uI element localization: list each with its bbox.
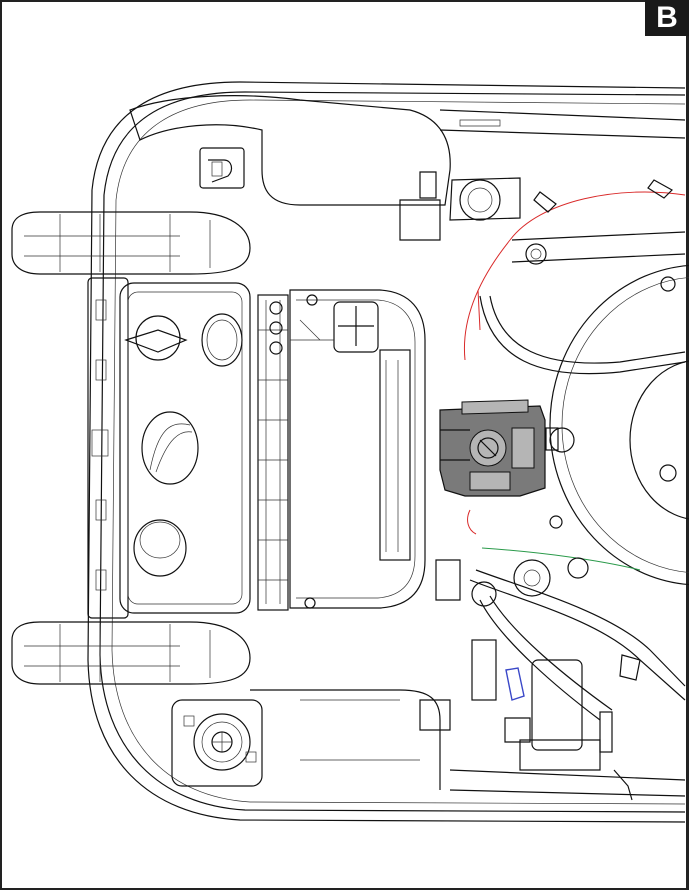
hose-upper [479, 295, 686, 375]
brush-motor-disk [549, 264, 689, 586]
frame-border-top [0, 0, 689, 2]
manual-storage-icon [199, 147, 245, 189]
outer-shell-inner [99, 91, 686, 813]
pump-fitting [459, 179, 501, 221]
filter-column [257, 294, 289, 611]
recovery-tank [289, 289, 426, 609]
tank-panel [119, 282, 251, 614]
top-bumper [129, 95, 451, 206]
drain-cup [531, 659, 583, 751]
green-guide-line [481, 547, 641, 571]
tank-cap-round [201, 313, 243, 367]
hose-lower [469, 579, 686, 701]
bottom-handle [11, 621, 251, 685]
frame-border-left [0, 0, 2, 890]
tank-knob-top [135, 315, 181, 361]
red-guide-line [463, 191, 686, 361]
tank-dial-middle [141, 411, 199, 485]
frame-border-right [686, 0, 689, 890]
top-handle [11, 211, 251, 275]
frame-border-bottom [0, 888, 689, 890]
power-socket-housing [171, 699, 263, 787]
power-socket-icon [193, 713, 251, 771]
shell-ridge [111, 99, 686, 805]
lower-wheel-fitting [513, 559, 551, 597]
outer-shell [87, 81, 686, 823]
panel-label-badge: B [645, 0, 689, 36]
tank-knob-bottom [133, 519, 187, 577]
